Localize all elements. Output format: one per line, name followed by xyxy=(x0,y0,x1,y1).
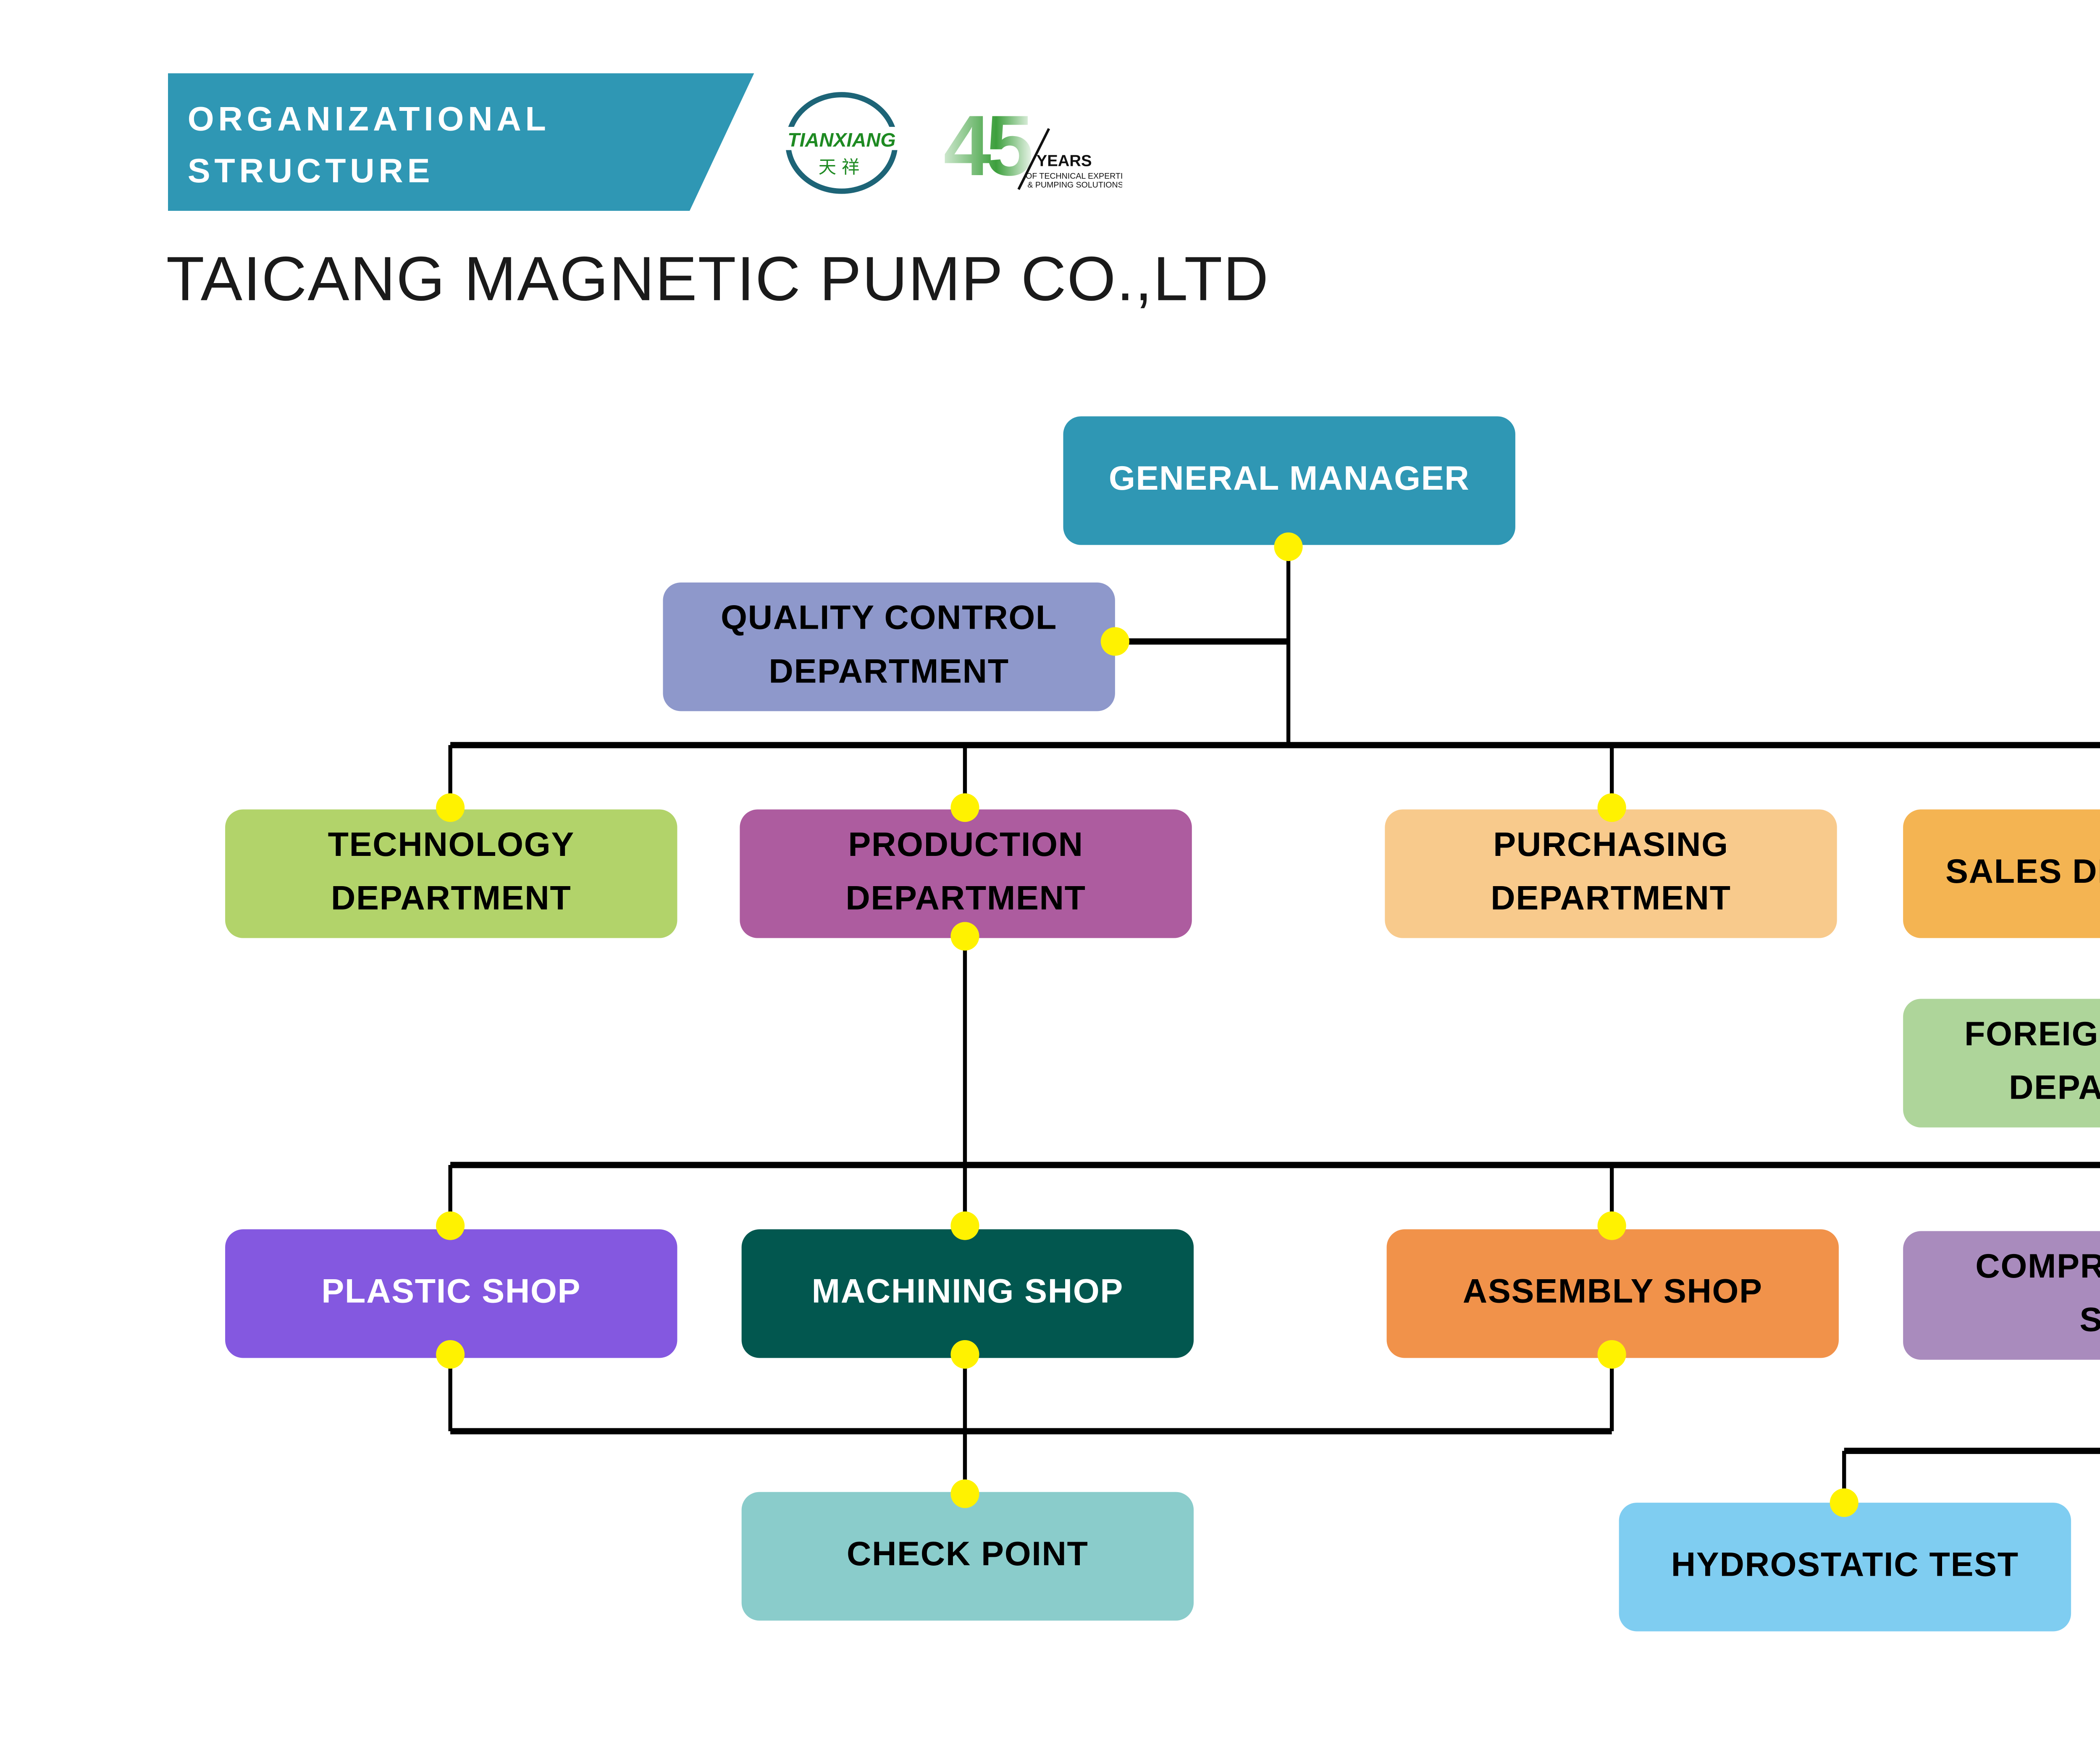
node-label: PLASTIC SHOP xyxy=(321,1274,581,1312)
node-label-line2: DEPARTMENT xyxy=(1491,881,1731,918)
node-technology-department[interactable]: TECHNOLOGY DEPARTMENT xyxy=(225,809,677,938)
anniversary-badge: 45 YEARS OF TECHNICAL EXPERTISE & PUMPIN… xyxy=(943,93,1122,197)
node-label: ASSEMBLY SHOP xyxy=(1462,1274,1763,1312)
anniversary-number: 45 xyxy=(943,98,1031,194)
node-check-point[interactable]: CHECK POINT xyxy=(741,1492,1194,1621)
node-label-line1: TECHNOLOGY xyxy=(328,827,575,865)
node-label-line2: DEPARTMENT xyxy=(769,654,1009,692)
node-assembly-shop[interactable]: ASSEMBLY SHOP xyxy=(1386,1229,1839,1358)
tianxiang-logo-icon: TIANXIANG 天祥 xyxy=(779,89,904,197)
node-foreign-trading-department[interactable]: FOREIGN TRADING DEPARTMENT xyxy=(1903,999,2100,1128)
node-label: GENERAL MANAGER xyxy=(1108,461,1470,499)
node-label: CHECK POINT xyxy=(847,1536,1089,1574)
banner-title-line1: ORGANIZATIONAL xyxy=(187,102,550,139)
node-label-line1: QUALITY CONTROL xyxy=(721,600,1058,638)
anniversary-tagline-1: OF TECHNICAL EXPERTISE xyxy=(1026,171,1122,181)
company-name: TAICANG MAGNETIC PUMP CO.,LTD xyxy=(166,244,1270,315)
node-label: SALES DEPARTMENT xyxy=(1945,854,2100,892)
node-comprehensive-shop[interactable]: COMPREHENSIVE SHOP xyxy=(1903,1231,2100,1360)
node-label: MACHINING SHOP xyxy=(811,1274,1124,1312)
logo-brand-latin: TIANXIANG xyxy=(788,129,895,151)
node-label-line1: PURCHASING xyxy=(1493,827,1729,865)
node-label-line1: PRODUCTION xyxy=(848,827,1084,865)
anniversary-years: YEARS xyxy=(1037,152,1092,170)
node-label-line2: DEPARTMENT xyxy=(331,881,572,918)
node-label-line1: FOREIGN TRADING xyxy=(1964,1016,2100,1055)
node-hydrostatic-test[interactable]: HYDROSTATIC TEST xyxy=(1619,1503,2071,1632)
node-label-line2: SHOP xyxy=(1975,1296,2100,1349)
logo-brand-chinese: 天祥 xyxy=(819,157,865,178)
node-label-line2: DEPARTMENT xyxy=(845,881,1086,918)
node-production-department[interactable]: PRODUCTION DEPARTMENT xyxy=(740,809,1192,938)
node-plastic-shop[interactable]: PLASTIC SHOP xyxy=(225,1229,677,1358)
node-label-line2: DEPARTMENT xyxy=(2009,1070,2100,1108)
anniversary-tagline-2: & PUMPING SOLUTIONS xyxy=(1027,181,1122,190)
section-banner: ORGANIZATIONAL STRUCTURE xyxy=(168,73,754,211)
node-purchasing-department[interactable]: PURCHASING DEPARTMENT xyxy=(1385,809,1837,938)
node-quality-control-department[interactable]: QUALITY CONTROL DEPARTMENT xyxy=(663,582,1115,711)
node-sales-department[interactable]: SALES DEPARTMENT xyxy=(1903,809,2100,938)
anniversary-slash xyxy=(1017,128,1050,190)
node-general-manager[interactable]: GENERAL MANAGER xyxy=(1063,416,1515,545)
banner-title-line2: STRUCTURE xyxy=(187,153,434,192)
node-label-line1: COMPREHENSIVE xyxy=(1975,1249,2100,1287)
node-machining-shop[interactable]: MACHINING SHOP xyxy=(741,1229,1194,1358)
node-label: HYDROSTATIC TEST xyxy=(1671,1547,2019,1585)
